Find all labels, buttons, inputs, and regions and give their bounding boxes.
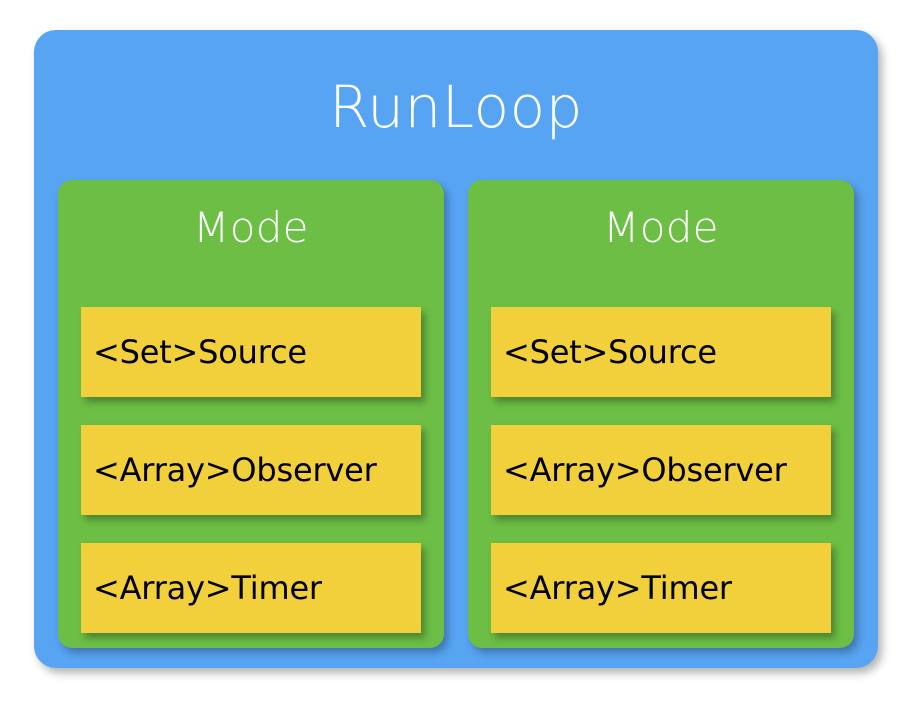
- mode-item-timer-2: <Array>Timer: [491, 543, 831, 633]
- mode-box-1: Mode <Set>Source <Array>Observer <Array>…: [58, 180, 444, 648]
- mode-item-list-1: <Set>Source <Array>Observer <Array>Timer: [81, 307, 421, 633]
- mode-box-2: Mode <Set>Source <Array>Observer <Array>…: [468, 180, 854, 648]
- runloop-panel: RunLoop Mode <Set>Source <Array>Observer…: [34, 30, 878, 668]
- mode-title-2: Mode: [603, 203, 719, 252]
- mode-item-label: <Array>Observer: [93, 451, 377, 489]
- mode-item-timer-1: <Array>Timer: [81, 543, 421, 633]
- mode-item-label: <Set>Source: [93, 333, 307, 371]
- mode-item-list-2: <Set>Source <Array>Observer <Array>Timer: [491, 307, 831, 633]
- mode-item-label: <Array>Observer: [503, 451, 787, 489]
- mode-title-1: Mode: [193, 203, 309, 252]
- runloop-title: RunLoop: [329, 73, 583, 141]
- mode-item-label: <Array>Timer: [93, 569, 322, 607]
- modes-row: Mode <Set>Source <Array>Observer <Array>…: [58, 180, 854, 648]
- mode-item-source-1: <Set>Source: [81, 307, 421, 397]
- mode-item-label: <Set>Source: [503, 333, 717, 371]
- mode-item-source-2: <Set>Source: [491, 307, 831, 397]
- mode-item-label: <Array>Timer: [503, 569, 732, 607]
- mode-item-observer-1: <Array>Observer: [81, 425, 421, 515]
- mode-item-observer-2: <Array>Observer: [491, 425, 831, 515]
